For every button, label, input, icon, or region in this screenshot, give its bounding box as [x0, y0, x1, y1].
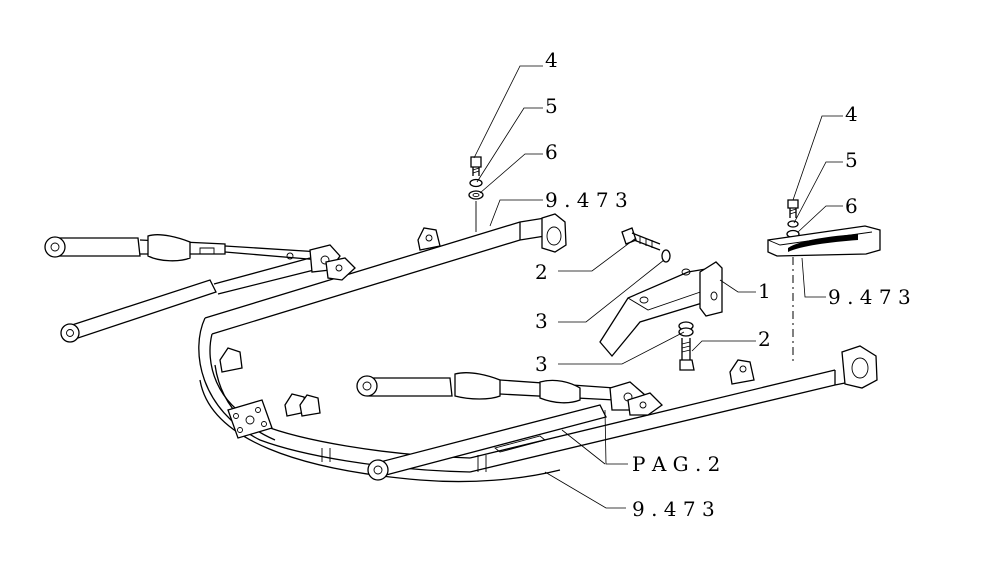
callout-bracket: 1 [758, 279, 771, 303]
callout-right-washer: 6 [845, 194, 858, 218]
callout-left-ref: 9 . 4 7 3 [545, 188, 628, 212]
callout-cylinders-page: P A G . 2 [632, 452, 720, 476]
callout-frame-ref: 9 . 4 7 3 [632, 497, 715, 521]
callout-left-washer: 6 [545, 140, 558, 164]
bracket-assembly [599, 227, 723, 371]
callout-left-lock-washer: 5 [545, 94, 558, 118]
callout-upper-spacer: 3 [535, 309, 548, 333]
right-fastener-stack [767, 199, 881, 365]
callout-right-lock-washer: 5 [845, 148, 858, 172]
callout-right-bolt: 4 [845, 102, 858, 126]
main-frame [198, 213, 878, 483]
callout-labels: 4 5 6 9 . 4 7 3 4 5 6 2 1 9 . 4 7 3 3 2 … [535, 48, 911, 521]
lower-cylinders [356, 372, 664, 481]
upper-cylinders [44, 234, 356, 343]
leader-lines [473, 65, 843, 509]
callout-lower-screw: 2 [758, 327, 771, 351]
callout-lower-spacer: 3 [535, 352, 548, 376]
callout-right-ref: 9 . 4 7 3 [828, 285, 911, 309]
callout-upper-screw: 2 [535, 260, 548, 284]
left-fastener-stack [468, 156, 484, 232]
callout-left-bolt: 4 [545, 48, 558, 72]
